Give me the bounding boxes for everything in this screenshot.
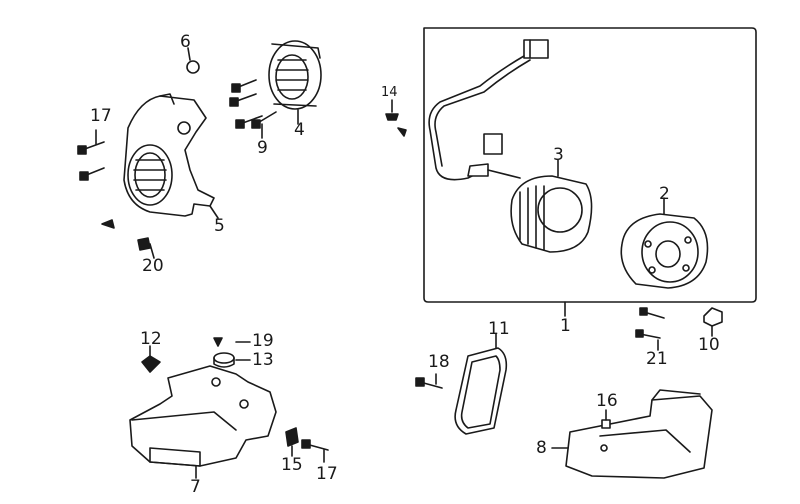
cooling-fan-part [268,40,322,125]
callout-17-upper: 17 [90,106,112,126]
callout-2: 2 [659,184,670,204]
callout-17-lower: 17 [316,464,338,484]
part-15 [285,427,299,457]
callout-14: 14 [381,85,398,100]
callout-9: 9 [257,138,268,158]
screw-19 [213,337,251,347]
callout-1: 1 [560,316,571,336]
callout-12: 12 [140,329,162,349]
leader-5 [209,205,219,219]
part-16 [601,409,611,429]
callout-8: 8 [536,438,547,458]
clip-6 [186,47,200,74]
callout-6: 6 [180,32,191,52]
cap-13 [213,352,251,368]
bolt-18 [415,373,443,389]
callout-19: 19 [252,331,274,351]
callout-20: 20 [142,256,164,276]
stator-part [510,159,593,253]
callout-15: 15 [281,455,303,475]
clip-12 [141,345,161,373]
callout-10: 10 [698,335,720,355]
gasket-part [454,333,508,435]
callout-11: 11 [488,319,510,339]
flywheel-part [620,197,709,289]
nut-10 [703,307,723,337]
screw-20 [101,219,155,259]
screws-14 [385,99,407,137]
callout-18: 18 [428,352,450,372]
callout-4: 4 [294,120,305,140]
bolts-9 [229,79,277,139]
lower-cover-part [129,365,277,479]
callout-3: 3 [553,145,564,165]
fan-shroud-part [123,93,215,217]
bolts-21 [635,307,665,351]
assembly-frame [423,27,757,303]
wiring-harness [428,39,549,181]
side-cover-part [551,389,713,479]
bolt-17-lower [301,439,329,463]
callout-7: 7 [190,477,201,497]
callout-13: 13 [252,350,274,370]
callout-21: 21 [646,349,668,369]
callout-16: 16 [596,391,618,411]
bolt-17-upper [77,129,105,181]
callout-5: 5 [214,216,225,236]
